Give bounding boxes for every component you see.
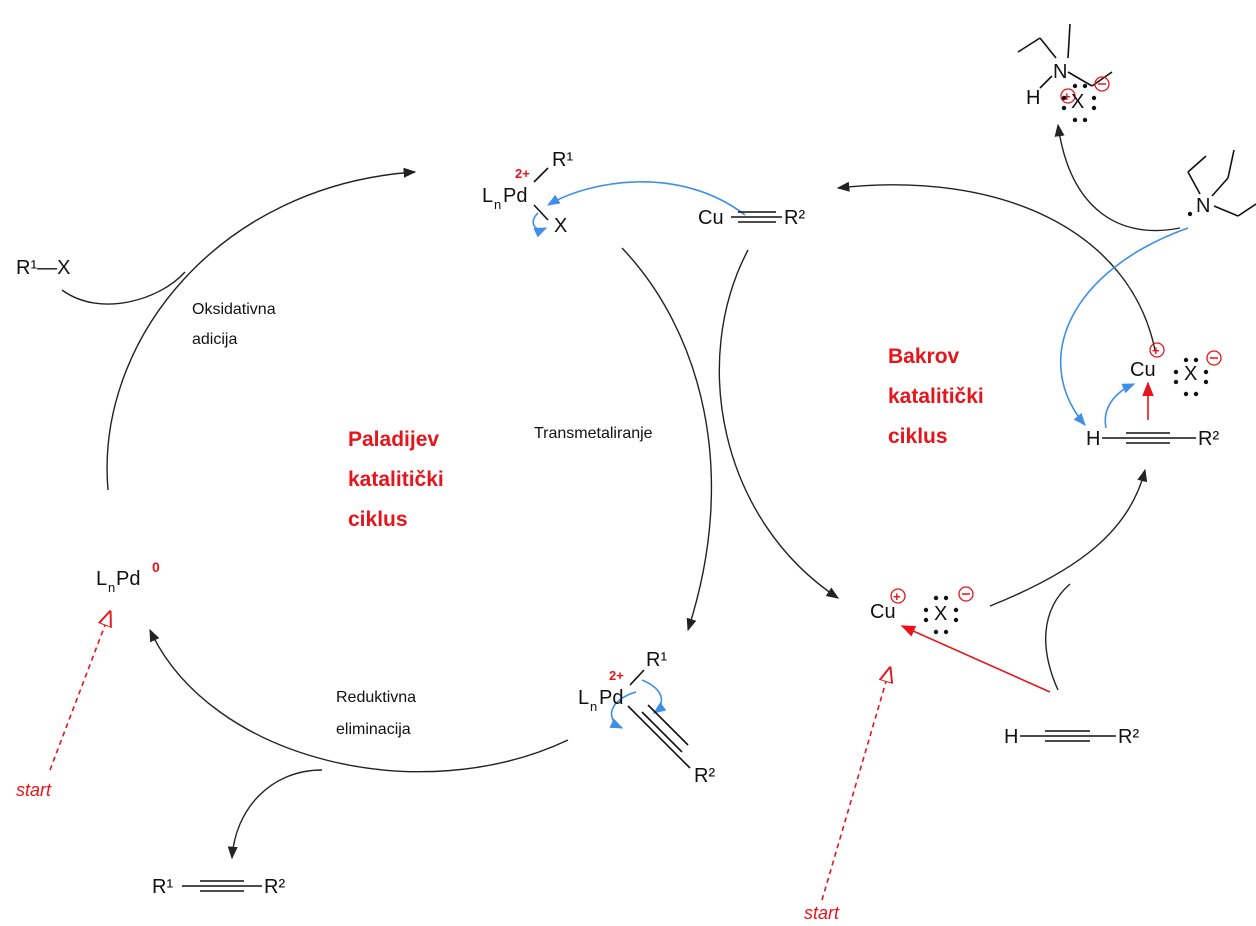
- svg-text:H: H: [1026, 87, 1040, 109]
- lnpd0-species: L n Pd 0: [96, 559, 160, 595]
- svg-text:X: X: [554, 215, 567, 237]
- start-label-right: start: [804, 903, 840, 923]
- blue-arrow-pd-reductive-1: [609, 691, 637, 729]
- cu-alkyne-pi-complex: Cu + X H R²: [1086, 342, 1222, 450]
- cu-cycle-arc-transmetalation-out: [718, 249, 840, 599]
- svg-text:+: +: [893, 589, 901, 604]
- r1x-entry-arc: [61, 271, 186, 305]
- svg-text:R²: R²: [694, 765, 715, 787]
- svg-text:R²: R²: [784, 207, 805, 229]
- reductive-elimination-label-line2: eliminacija: [336, 721, 411, 738]
- transmetalation-label: Transmetaliranje: [534, 425, 653, 442]
- pd-oxidative-adduct: L n Pd 2+ R¹ X: [482, 149, 573, 237]
- svg-text:L: L: [578, 687, 589, 709]
- copper-cycle-title-line1: Bakrov: [888, 345, 960, 368]
- alkyne-entry-arc: [1045, 583, 1071, 691]
- blue-arrow-x-leaving: [532, 212, 548, 238]
- pd-cycle-arc-transmetalation-in: [621, 247, 713, 632]
- svg-text:Cu: Cu: [870, 601, 896, 623]
- pd-cycle-arc-oxidative-addition: [106, 167, 417, 491]
- svg-text:2+: 2+: [515, 166, 530, 181]
- pd-cycle-arc-reductive-elimination: [149, 628, 569, 773]
- cu-cycle-arc-deprotonation: [836, 181, 1156, 351]
- pd-alkynyl-complex: L n Pd 2+ R¹ R²: [578, 649, 715, 787]
- copper-acetylide: Cu R²: [698, 207, 805, 229]
- svg-text:+: +: [1063, 89, 1071, 104]
- terminal-alkyne: H R²: [1004, 726, 1139, 748]
- svg-text:X: X: [934, 603, 947, 625]
- svg-text:R²: R²: [1198, 428, 1219, 450]
- svg-text:0: 0: [152, 559, 160, 575]
- blue-arrow-pd-reductive-2: [641, 679, 667, 714]
- triethylamine: N: [1187, 149, 1256, 217]
- svg-text:Pd: Pd: [599, 687, 623, 709]
- start-label-left: start: [16, 780, 52, 800]
- svg-text:n: n: [590, 699, 597, 714]
- svg-text:X: X: [1184, 363, 1197, 385]
- svg-text:N: N: [1053, 61, 1067, 83]
- svg-text:R¹: R¹: [152, 876, 173, 898]
- blue-arrow-alkyne-to-cu: [1104, 383, 1136, 429]
- product-exit-arc: [227, 769, 323, 860]
- reductive-elimination-label-line1: Reduktivna: [336, 689, 416, 706]
- red-arrow-cu-to-alkyne: [900, 625, 1051, 693]
- svg-text:L: L: [482, 185, 493, 207]
- svg-text:R¹: R¹: [552, 149, 573, 171]
- svg-text:n: n: [494, 197, 501, 212]
- blue-arrow-cu-to-pd: [546, 181, 746, 216]
- svg-text:N: N: [1196, 195, 1210, 217]
- copper-cycle-title-line3: ciklus: [888, 425, 948, 448]
- copper-cycle-title-line2: katalitički: [888, 385, 984, 408]
- svg-text:H: H: [1004, 726, 1018, 748]
- svg-text:+: +: [1152, 343, 1160, 358]
- svg-text:n: n: [108, 580, 115, 595]
- palladium-cycle-title-line1: Paladijev: [348, 428, 439, 451]
- svg-text:Cu: Cu: [698, 207, 724, 229]
- ammonium-exit-arc: [1054, 123, 1181, 232]
- svg-text:H: H: [1086, 428, 1100, 450]
- svg-text:R²: R²: [1118, 726, 1139, 748]
- start-arrow-right: [821, 668, 890, 901]
- oxidative-addition-label-line1: Oksidativna: [192, 301, 276, 318]
- triethylammonium-halide: N H + X: [1017, 23, 1113, 123]
- start-arrow-left: [49, 612, 110, 771]
- copper-halide: Cu + X: [870, 586, 974, 635]
- svg-text:Pd: Pd: [116, 568, 140, 590]
- palladium-cycle-title-line3: ciklus: [348, 508, 408, 531]
- cu-cycle-arc-alkyne-coordination: [989, 468, 1148, 607]
- svg-text:R¹: R¹: [646, 649, 667, 671]
- svg-text:R²: R²: [264, 876, 285, 898]
- palladium-cycle-title-line2: katalitički: [348, 468, 444, 491]
- svg-text:L: L: [96, 568, 107, 590]
- svg-text:X: X: [1071, 91, 1084, 113]
- svg-text:Cu: Cu: [1130, 359, 1156, 381]
- r1x-reagent: R¹—X: [16, 257, 70, 279]
- blue-arrow-n-to-h: [1059, 227, 1189, 426]
- svg-text:2+: 2+: [609, 668, 624, 683]
- coupling-product: R¹ R²: [152, 876, 285, 898]
- svg-text:Pd: Pd: [503, 185, 527, 207]
- oxidative-addition-label-line2: adicija: [192, 331, 237, 348]
